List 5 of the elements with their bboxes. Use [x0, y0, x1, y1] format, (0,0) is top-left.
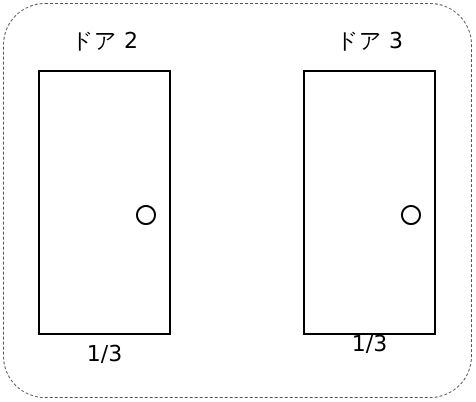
door-label: ドア 3	[336, 28, 403, 56]
fraction-label: 1/3	[352, 332, 388, 357]
fraction-label: 1/3	[86, 342, 122, 367]
dashed-enclosure	[3, 3, 472, 398]
door-label: ドア 2	[71, 28, 138, 56]
